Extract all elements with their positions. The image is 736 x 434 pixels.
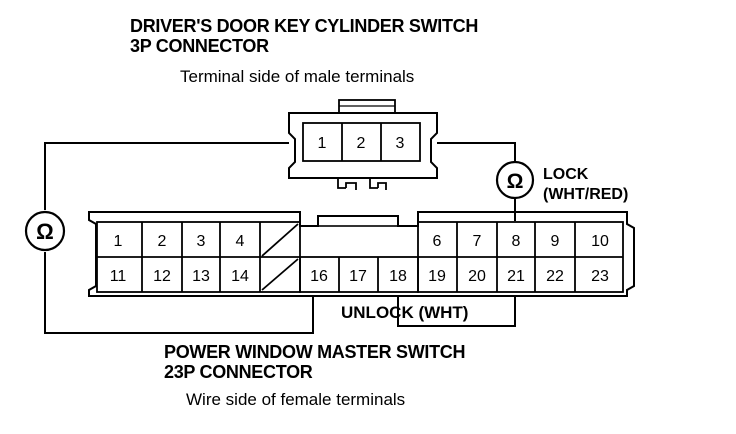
- lock-label: LOCK: [543, 166, 589, 183]
- right-test-wire: [437, 142, 516, 162]
- master-switch-terminal: 9: [551, 233, 560, 250]
- key-cylinder-switch-title: DRIVER'S DOOR KEY CYLINDER SWITCH: [130, 16, 479, 36]
- master-switch-terminal: 10: [591, 233, 609, 250]
- master-switch-terminal: 4: [236, 233, 245, 250]
- master-switch-terminal: 12: [153, 268, 171, 285]
- lock-wire-color-label: (WHT/RED): [543, 186, 629, 203]
- master-switch-terminal: 18: [389, 268, 407, 285]
- master-switch-terminal: 16: [310, 268, 328, 285]
- master-switch-terminal: 23: [591, 268, 609, 285]
- key-cylinder-connector-foot-right: [369, 178, 387, 190]
- key-cylinder-terminal-frame: [302, 122, 421, 162]
- master-switch-terminal: 3: [197, 233, 206, 250]
- left-test-wire-lower: [44, 252, 314, 334]
- key-cylinder-terminal: 1: [318, 135, 327, 152]
- master-switch-terminal: 14: [231, 268, 249, 285]
- master-switch-connector-subtitle: Wire side of female terminals: [186, 390, 406, 409]
- master-switch-terminal: 19: [428, 268, 446, 285]
- master-switch-title: POWER WINDOW MASTER SWITCH: [164, 342, 466, 362]
- master-switch-terminal: 8: [512, 233, 521, 250]
- master-switch-terminal: 22: [546, 268, 564, 285]
- key-cylinder-connector-title: 3P CONNECTOR: [130, 36, 269, 56]
- blank-cavity-5: [261, 223, 299, 257]
- master-switch-connector-title: 23P CONNECTOR: [164, 362, 313, 382]
- right-ohmmeter-icon: Ω: [507, 170, 524, 193]
- master-switch-key-slot: [317, 215, 399, 227]
- key-cylinder-connector-subtitle: Terminal side of male terminals: [180, 67, 415, 86]
- master-switch-terminal: 13: [192, 268, 210, 285]
- master-switch-terminal: 20: [468, 268, 486, 285]
- blank-cavity-15: [261, 258, 299, 291]
- master-switch-terminal: 7: [473, 233, 482, 250]
- master-switch-terminal: 21: [507, 268, 525, 285]
- key-cylinder-terminal: 2: [357, 135, 366, 152]
- master-switch-terminal: 1: [114, 233, 123, 250]
- key-cylinder-connector-foot-left: [337, 178, 357, 190]
- unlock-wire: [397, 295, 516, 327]
- left-test-wire: [44, 142, 289, 210]
- master-switch-terminal: 6: [433, 233, 442, 250]
- master-switch-terminal: 17: [349, 268, 367, 285]
- right-ohmmeter-circle: [495, 160, 535, 200]
- master-switch-terminal: 11: [110, 268, 127, 285]
- master-switch-terminal: 2: [158, 233, 167, 250]
- left-ohmmeter-circle: [24, 210, 66, 252]
- unlock-label: UNLOCK (WHT): [341, 303, 469, 322]
- left-ohmmeter-icon: Ω: [36, 219, 54, 244]
- key-cylinder-connector-body: [288, 112, 438, 179]
- key-cylinder-terminal: 3: [396, 135, 405, 152]
